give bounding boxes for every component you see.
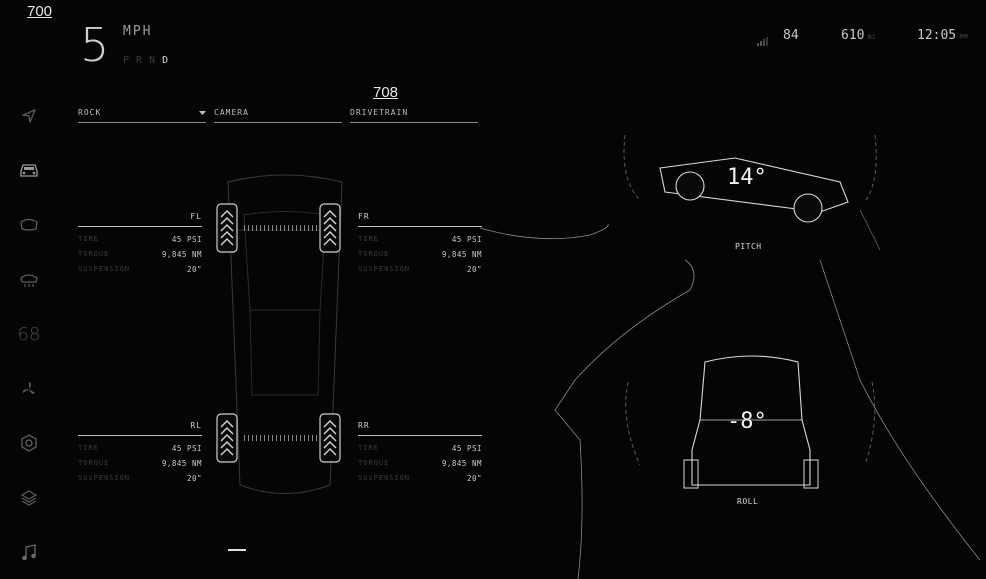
front-axle [216, 203, 341, 253]
divider [78, 226, 202, 227]
gear-n[interactable]: N [149, 55, 163, 66]
row-label: SUSPENSION [358, 265, 411, 273]
rear-axle [216, 413, 341, 463]
gear-d[interactable]: D [162, 55, 176, 66]
row-label: TIRE [358, 235, 379, 243]
divider [78, 435, 202, 436]
range-readout: 84 [783, 28, 799, 43]
terrain-outline [480, 134, 981, 579]
gear-p[interactable]: P [123, 55, 137, 66]
clock-ampm: PM [959, 33, 968, 41]
row-label: TORQUE [358, 459, 390, 467]
chevron-down-icon [199, 109, 206, 118]
layers-icon[interactable] [17, 486, 41, 510]
mode-dropdown-value: ROCK [78, 108, 102, 117]
row-value: 9,845 NM [161, 250, 202, 259]
wiper-icon[interactable] [17, 213, 41, 237]
settings-icon[interactable] [17, 431, 41, 455]
wheel-label-rl: RL [190, 421, 202, 430]
row-value: 45 PSI [451, 444, 482, 453]
defrost-icon[interactable] [17, 268, 41, 292]
signal-icon [757, 31, 769, 50]
wheel-panel-rl: RL TIRE 45 PSI TORQUE 9,845 NM SUSPENSION 2… [78, 421, 202, 483]
row-label: TORQUE [78, 459, 110, 467]
odometer-value: 610 [841, 28, 865, 43]
gear-selector[interactable]: PRND [123, 55, 175, 66]
row-label: TIRE [358, 444, 379, 452]
row-label: TORQUE [78, 250, 110, 258]
row-value: 45 PSI [171, 235, 202, 244]
roll-label: ROLL [737, 497, 759, 506]
fan-icon[interactable] [17, 377, 41, 401]
row-label: SUSPENSION [78, 265, 131, 273]
row-value: 9,845 NM [441, 250, 482, 259]
pitch-label: PITCH [735, 242, 762, 251]
mode-dropdown[interactable]: ROCK [78, 108, 206, 123]
row-label: SUSPENSION [78, 474, 131, 482]
marker-700: 700 [27, 3, 53, 20]
wheel-panel-fl: FL TIRE 45 PSI TORQUE 9,845 NM SUSPENSION 2… [78, 212, 202, 274]
speed-readout: 5 [80, 18, 110, 72]
speed-unit: MPH [123, 24, 153, 39]
page-indicator[interactable] [228, 549, 246, 551]
marker-708: 708 [373, 84, 399, 101]
divider [358, 435, 482, 436]
row-label: SUSPENSION [358, 474, 411, 482]
car-icon[interactable] [17, 158, 41, 182]
row-label: TORQUE [358, 250, 390, 258]
music-icon[interactable] [17, 541, 41, 565]
pitch-value: 14° [727, 165, 767, 190]
wheel-label-fr: FR [358, 212, 370, 221]
row-value: 9,845 NM [441, 459, 482, 468]
gear-r[interactable]: R [136, 55, 150, 66]
temperature-readout[interactable]: 68 [17, 323, 41, 345]
wheel-panel-rr: RR TIRE 45 PSI TORQUE 9,845 NM SUSPENSION 2… [358, 421, 482, 483]
row-value: 9,845 NM [161, 459, 202, 468]
row-value: 20" [466, 265, 482, 274]
row-label: TIRE [78, 444, 99, 452]
wheel-panel-fr: FR TIRE 45 PSI TORQUE 9,845 NM SUSPENSION 2… [358, 212, 482, 274]
wheel-label-rr: RR [358, 421, 370, 430]
odometer-unit: mi [867, 33, 876, 41]
wheel-label-fl: FL [190, 212, 202, 221]
row-label: TIRE [78, 235, 99, 243]
navigation-icon[interactable] [17, 104, 41, 128]
clock-time: 12:05 [917, 28, 957, 43]
row-value: 45 PSI [451, 235, 482, 244]
tab-camera[interactable]: CAMERA [214, 108, 342, 123]
row-value: 45 PSI [171, 444, 202, 453]
row-value: 20" [466, 474, 482, 483]
tab-drivetrain[interactable]: DRIVETRAIN [350, 108, 478, 123]
divider [358, 226, 482, 227]
roll-value: -8° [727, 409, 767, 434]
vehicle-topview [227, 174, 343, 494]
row-value: 20" [186, 265, 202, 274]
row-value: 20" [186, 474, 202, 483]
